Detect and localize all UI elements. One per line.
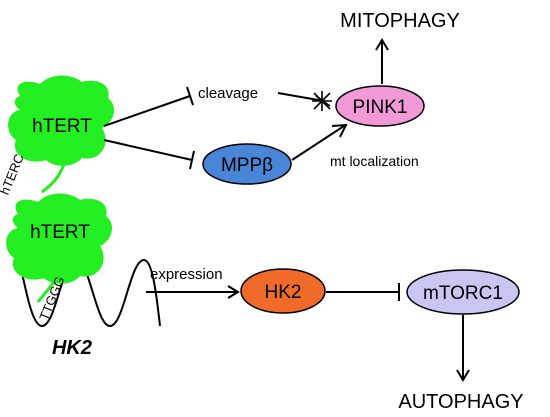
pink1-label: PINK1 <box>353 97 408 118</box>
hterc-strand <box>41 157 68 194</box>
htert-bottom-shape <box>6 193 113 284</box>
mpp-inhibition-bar <box>189 150 195 170</box>
mpp-to-pink1-arrow <box>291 125 345 161</box>
mtorc1-label: mTORC1 <box>423 283 503 304</box>
pink1-node <box>335 85 425 127</box>
mpp-label: MPPβ <box>221 155 273 176</box>
pink1-to-mitophagy-arrowhead <box>375 38 389 51</box>
htert-bottom-label: hTERT <box>30 222 90 243</box>
htert-top-label: hTERT <box>32 116 92 137</box>
expression-label: expression <box>150 266 223 283</box>
hterc-label: hTERC <box>0 152 27 197</box>
hk2-node <box>240 268 326 314</box>
mpp-node <box>202 143 292 185</box>
mtorc1-node <box>406 269 520 315</box>
mitophagy-title: MITOPHAGY <box>340 10 460 32</box>
cleavage-scissor-mark <box>312 91 332 111</box>
mtorc1-to-autophagy-arrowhead <box>456 369 470 382</box>
cleavage-to-pink1-line <box>277 92 325 102</box>
cleavage-inhibition-bar <box>186 86 194 106</box>
autophagy-title: AUTOPHAGY <box>398 391 523 413</box>
mpp-to-pink1-arrowhead <box>331 123 348 138</box>
hk2-dna-wave <box>19 258 161 328</box>
cleavage-label: cleavage <box>198 85 258 102</box>
mt-localization-label: mt localization <box>330 153 419 169</box>
hk2-gene-label: HK2 <box>52 337 92 359</box>
htert-inhibits-cleavage-line <box>103 95 191 127</box>
htert-inhibits-mpp-line <box>103 139 193 161</box>
expression-arrowhead <box>227 285 240 299</box>
hk2-label: HK2 <box>265 282 302 303</box>
hterc-strand-bottom <box>36 275 60 303</box>
htert-top-shape <box>8 75 115 166</box>
